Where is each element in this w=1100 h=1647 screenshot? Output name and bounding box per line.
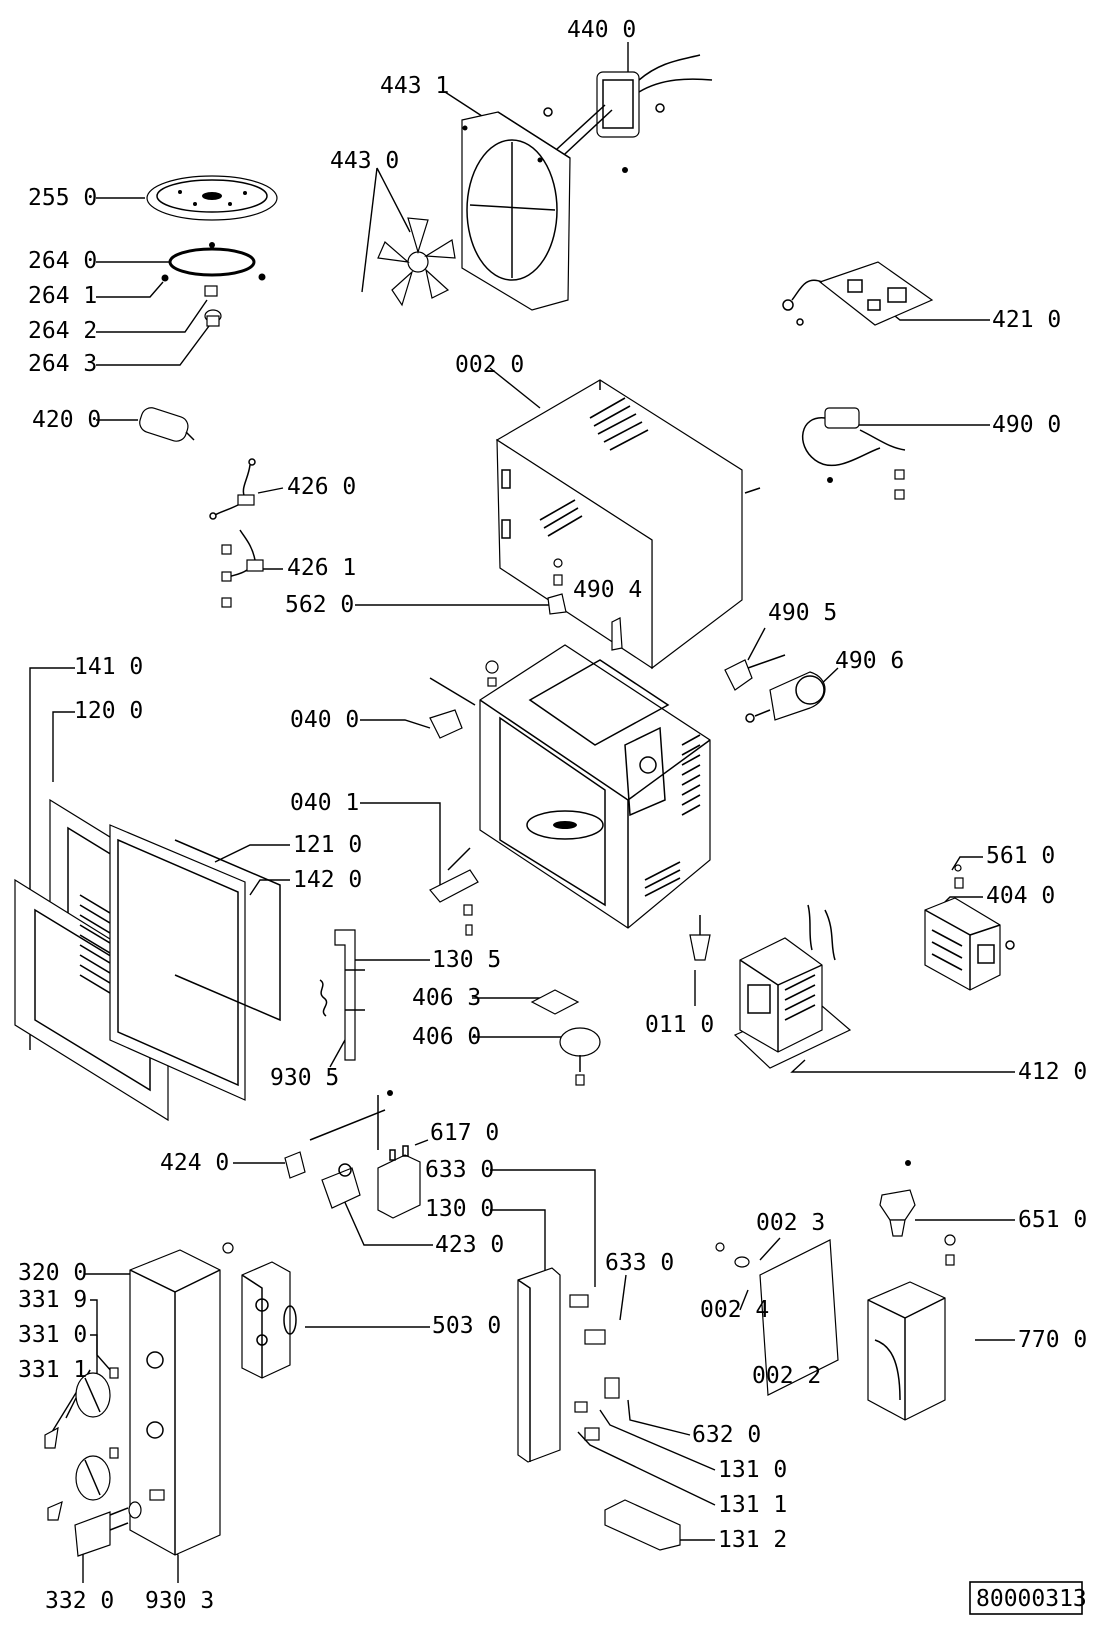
timer-part — [241, 1261, 297, 1379]
part-label: 443 0 — [330, 148, 399, 174]
button-spring-parts — [74, 1501, 142, 1557]
part-label: 503 0 — [432, 1313, 501, 1339]
part-label: 404 0 — [986, 883, 1055, 909]
part-label: 423 0 — [435, 1232, 504, 1258]
part-label: 440 0 — [567, 17, 636, 43]
part-label: 651 0 — [1018, 1207, 1087, 1233]
magnetron-part — [924, 864, 1015, 991]
filter-switch-parts — [284, 1090, 421, 1219]
part-label: 040 0 — [290, 707, 359, 733]
part-label: 406 3 — [412, 985, 481, 1011]
mounting-brackets-parts — [429, 660, 499, 936]
part-label: 264 3 — [28, 351, 97, 377]
waveguide-cover-part — [867, 1234, 956, 1421]
part-label: 131 0 — [718, 1457, 787, 1483]
latch-rail-part — [604, 1499, 681, 1551]
part-label: 255 0 — [28, 185, 97, 211]
part-label: 331 9 — [18, 1287, 87, 1313]
part-label: 002 2 — [752, 1363, 821, 1389]
part-label: 426 0 — [287, 474, 356, 500]
thermal-fuse-part — [209, 458, 264, 608]
turntable-motor-part — [530, 989, 601, 1086]
part-label: 443 1 — [380, 73, 449, 99]
part-label: 633 0 — [425, 1157, 494, 1183]
door-inner-parts — [109, 824, 281, 1101]
part-label: 331 1 — [18, 1357, 87, 1383]
part-label: 264 1 — [28, 283, 97, 309]
part-label: 331 0 — [18, 1322, 87, 1348]
circuit-board-part — [782, 261, 934, 326]
latch-frame-part — [517, 1267, 620, 1463]
part-label: 490 6 — [835, 648, 904, 674]
part-label: 002 4 — [700, 1297, 769, 1323]
roller-ring-part — [161, 242, 266, 327]
document-code: 80000313 — [976, 1586, 1087, 1612]
coupler-part — [689, 915, 711, 961]
part-label: 412 0 — [1018, 1059, 1087, 1085]
power-cord-part — [801, 407, 906, 500]
part-label: 320 0 — [18, 1260, 87, 1286]
part-label: 562 0 — [285, 592, 354, 618]
part-label: 490 4 — [573, 577, 642, 603]
bracket-clamp-parts — [724, 654, 826, 723]
latch-spring-parts — [319, 929, 365, 1061]
part-label: 490 5 — [768, 600, 837, 626]
part-label: 130 5 — [432, 947, 501, 973]
outer-cabinet-part — [495, 379, 761, 670]
part-label: 617 0 — [430, 1120, 499, 1146]
part-label: 930 5 — [270, 1065, 339, 1091]
part-label: 120 0 — [74, 698, 143, 724]
part-label: 040 1 — [290, 790, 359, 816]
part-label: 121 0 — [293, 832, 362, 858]
part-label: 426 1 — [287, 555, 356, 581]
control-panel-part — [129, 1242, 234, 1556]
control-knobs-parts — [44, 1367, 119, 1521]
document-code-box: 80000313 — [969, 1581, 1087, 1615]
part-label: 490 0 — [992, 412, 1061, 438]
part-label: 264 2 — [28, 318, 97, 344]
small-fastener-parts — [547, 558, 623, 651]
part-label: 421 0 — [992, 307, 1061, 333]
part-label: 131 1 — [718, 1492, 787, 1518]
fan-motor-part — [543, 54, 713, 173]
part-label: 632 0 — [692, 1422, 761, 1448]
part-label: 770 0 — [1018, 1327, 1087, 1353]
part-label: 332 0 — [45, 1588, 114, 1614]
lamp-part — [879, 1160, 916, 1237]
part-label: 002 0 — [455, 352, 524, 378]
part-label: 141 0 — [74, 654, 143, 680]
oven-chassis-part — [479, 644, 711, 929]
fan-bracket-part — [461, 111, 571, 311]
part-label: 131 2 — [718, 1527, 787, 1553]
part-label: 264 0 — [28, 248, 97, 274]
part-label: 406 0 — [412, 1024, 481, 1050]
part-label: 561 0 — [986, 843, 1055, 869]
fan-blade-part — [377, 217, 456, 307]
part-labels: 440 0 443 1 443 0 255 0 264 0 264 1 264 … — [18, 17, 1087, 1614]
part-label: 011 0 — [645, 1012, 714, 1038]
transformer-part — [733, 904, 852, 1069]
capacitor-part — [139, 407, 195, 442]
part-label: 142 0 — [293, 867, 362, 893]
part-label: 930 3 — [145, 1588, 214, 1614]
part-label: 002 3 — [756, 1210, 825, 1236]
cover-plate-part — [715, 1239, 839, 1396]
turntable-glass-part — [146, 175, 278, 221]
part-label: 424 0 — [160, 1150, 229, 1176]
part-label: 420 0 — [32, 407, 101, 433]
part-label: 130 0 — [425, 1196, 494, 1222]
part-label: 633 0 — [605, 1250, 674, 1276]
